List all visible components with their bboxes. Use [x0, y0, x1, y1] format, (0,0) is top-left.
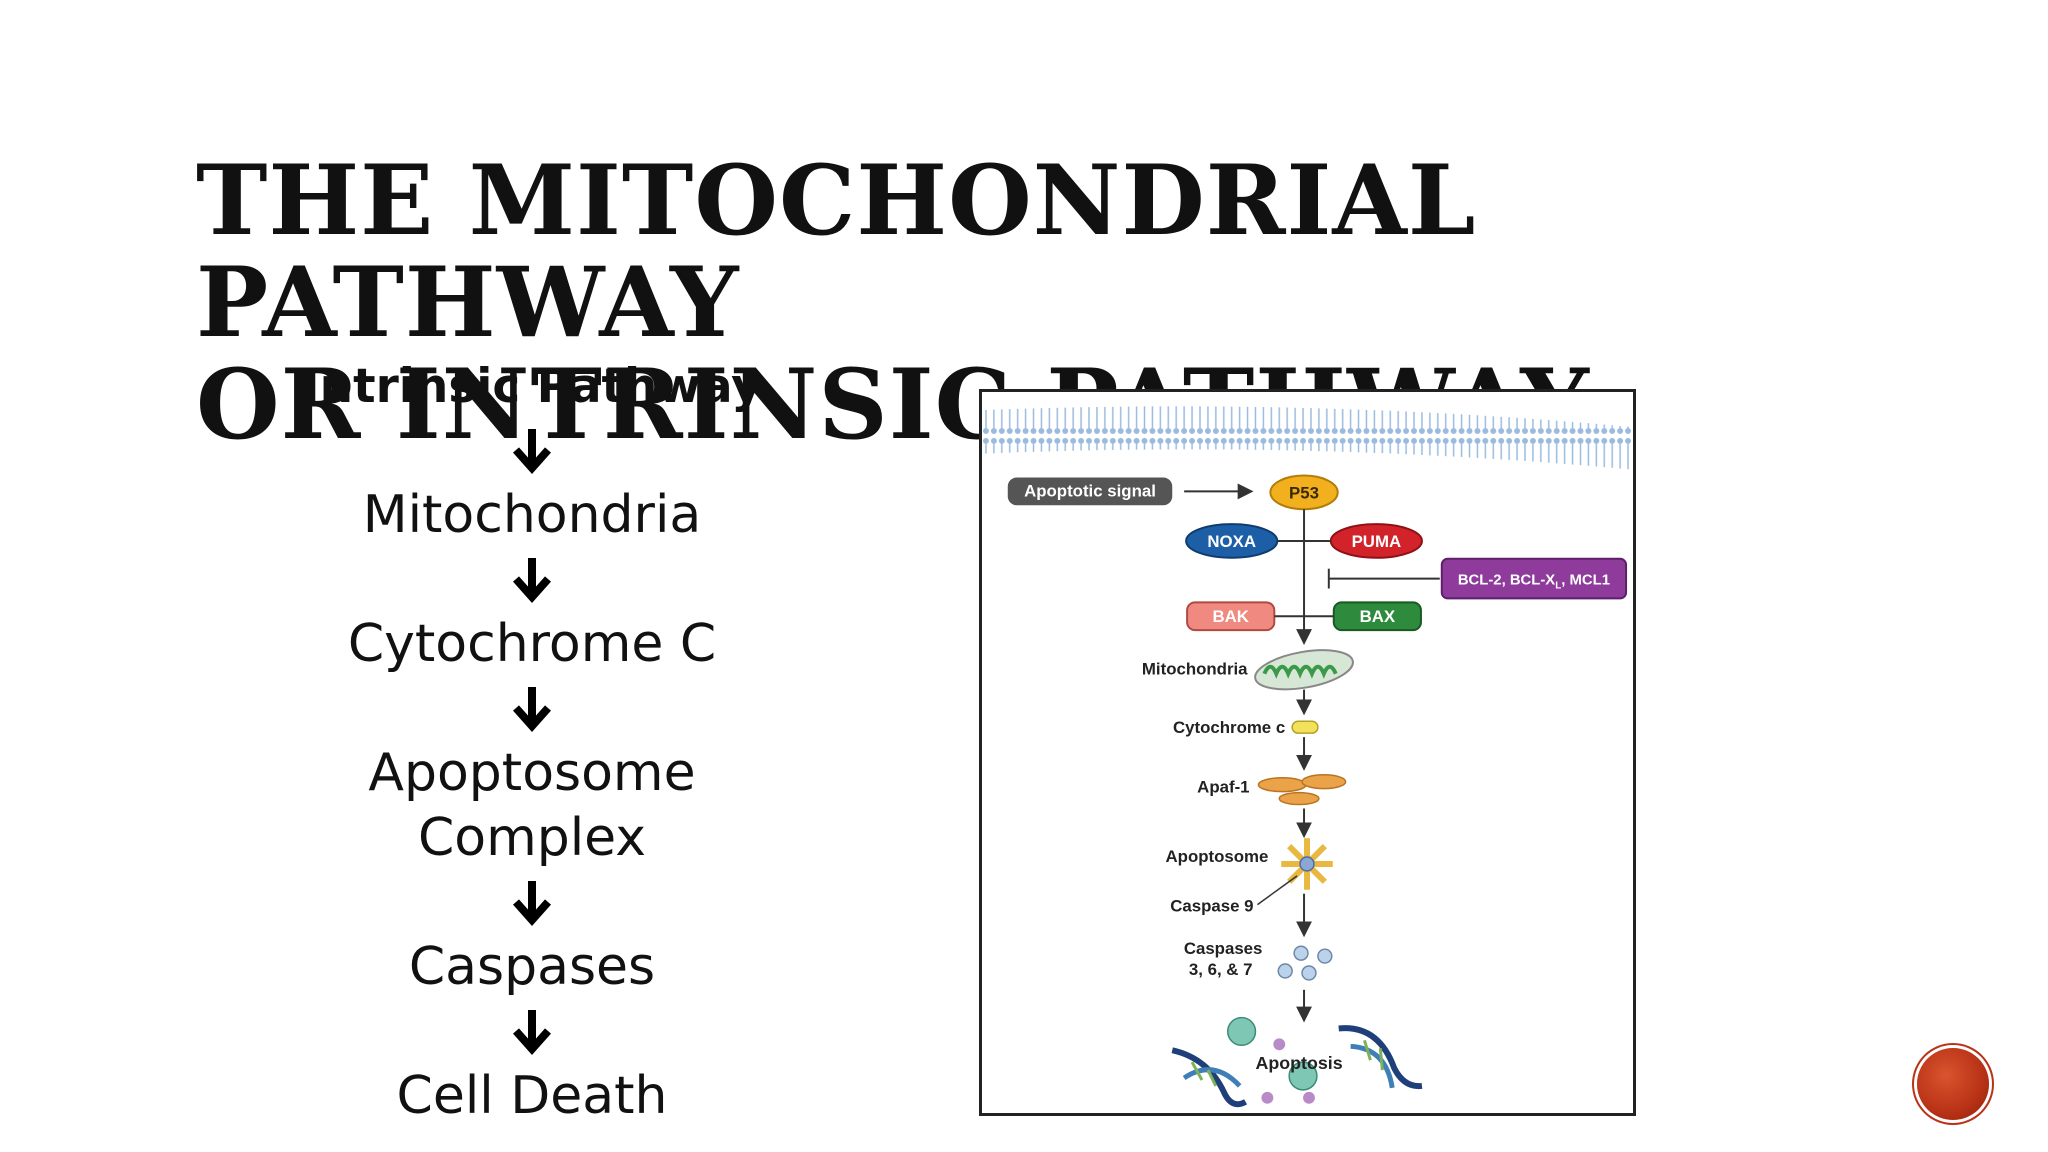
flow-step-cytochrome-c: Cytochrome C: [347, 614, 717, 674]
apoptotic-fragments-icon: [1226, 1016, 1318, 1104]
noxa-label: NOXA: [1207, 532, 1256, 551]
down-arrow-icon: [282, 677, 782, 741]
caspases-label-line1: Caspases: [1184, 939, 1263, 958]
p53-node: [1269, 474, 1339, 511]
down-arrow-icon: [282, 419, 782, 483]
p53-label: P53: [1289, 483, 1319, 502]
caspases-label-line2: 3, 6, & 7: [1189, 960, 1253, 979]
down-arrow-icon: [282, 871, 782, 935]
caspase-molecules-icon: [1277, 945, 1333, 981]
flow-step-mitochondria: Mitochondria: [362, 485, 702, 545]
dna-strand-icon: [1338, 1025, 1423, 1090]
apaf1-icon: [1257, 774, 1347, 806]
bax-label: BAX: [1360, 607, 1396, 626]
flow-step-apoptosome: Apoptosome: [368, 743, 696, 803]
flow-step-caspases: Caspases: [408, 937, 656, 997]
down-arrow-icon: [282, 1000, 782, 1064]
apoptotic-signal-box: [1007, 477, 1173, 506]
cytochrome-c-icon: [1291, 720, 1319, 734]
bcl-label: BCL-2, BCL-XL, MCL1: [1458, 573, 1610, 592]
apoptosome-label: Apoptosome: [1166, 847, 1269, 866]
down-arrow-icon: [282, 548, 782, 612]
bak-label: BAK: [1212, 607, 1248, 626]
caspase9-label: Caspase 9: [1170, 897, 1253, 916]
next-slide-button[interactable]: [1917, 1048, 1989, 1120]
caspase9-pointer: [1257, 875, 1298, 906]
puma-label: PUMA: [1352, 532, 1402, 551]
mitochondria-label: Mitochondria: [1142, 660, 1248, 679]
apoptotic-signal-label: Apoptotic signal: [1024, 481, 1156, 500]
pathway-flow-list: Intrinsic Pathway Mitochondria Cytochrom…: [282, 355, 782, 1129]
cell-membrane: [982, 406, 1633, 470]
dna-strand-icon: [1171, 1047, 1248, 1108]
mitochondrion-icon: [1254, 649, 1354, 691]
flow-step-complex: Complex: [417, 808, 647, 868]
flow-heading: Intrinsic Pathway: [302, 359, 762, 414]
apaf1-label: Apaf-1: [1197, 778, 1249, 797]
bak-node: [1186, 601, 1276, 632]
flow-step-cell-death: Cell Death: [396, 1066, 668, 1126]
pathway-figure: Apoptotic signal P53 NOXA PUMA BCL-2, BC…: [979, 389, 1636, 1116]
slide-title-line-1: The Mitochondrial Pathway: [196, 144, 1477, 359]
apoptosis-label: Apoptosis: [1255, 1053, 1342, 1073]
bcl-box: [1440, 557, 1628, 600]
cytochrome-c-label: Cytochrome c: [1173, 718, 1285, 737]
pathway-diagram: Apoptotic signal P53 NOXA PUMA BCL-2, BC…: [982, 406, 1633, 1108]
